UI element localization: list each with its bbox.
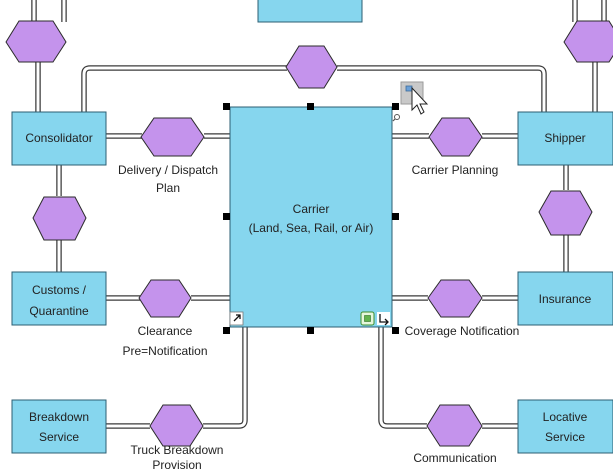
hex-shipper-insurance[interactable] (538, 190, 593, 236)
resize-handle-n[interactable] (307, 103, 314, 110)
node-locative-service[interactable] (517, 399, 613, 454)
label-truck-breakdown-1: Truck Breakdown (131, 443, 224, 457)
node-consolidator-label: Consolidator (25, 131, 92, 145)
role-nodes: Consolidator Shipper Customs / Quarantin… (11, 111, 613, 454)
hex-coverage[interactable] (427, 279, 483, 318)
node-carrier-label-1: Carrier (293, 202, 330, 216)
label-coverage: Coverage Notification (405, 324, 520, 338)
connector-arrow-icon[interactable] (229, 311, 244, 326)
node-insurance-label: Insurance (539, 292, 592, 306)
resize-handle-ne[interactable] (392, 103, 399, 110)
node-carrier[interactable] (229, 106, 393, 328)
hex-communication[interactable] (426, 404, 483, 447)
mouse-cursor-icon (411, 86, 429, 115)
resize-handle-e[interactable] (392, 213, 399, 220)
hex-consolidator-customs[interactable] (32, 196, 87, 241)
model-element-icon[interactable] (360, 311, 375, 326)
resize-handle-s[interactable] (307, 327, 314, 334)
sweeper-icon[interactable] (377, 312, 390, 326)
node-locative-label-2: Service (545, 430, 585, 444)
hex-clearance[interactable] (138, 279, 192, 318)
node-breakdown-label-2: Service (39, 430, 79, 444)
resize-handle-w[interactable] (223, 213, 230, 220)
node-shipper[interactable] (517, 111, 613, 166)
hex-delivery[interactable] (140, 117, 205, 157)
label-truck-breakdown-2: Provision (152, 458, 201, 471)
node-carrier-label-2: (Land, Sea, Rail, or Air) (249, 221, 374, 235)
hex-truck-breakdown[interactable] (149, 404, 204, 447)
flow-hexagons (5, 20, 613, 447)
node-consolidator[interactable] (11, 111, 107, 166)
label-delivery-1: Delivery / Dispatch (118, 163, 218, 177)
hex-top-right[interactable] (563, 20, 613, 63)
hex-top-center[interactable] (285, 45, 338, 89)
label-clearance-1: Clearance (138, 324, 193, 338)
hex-top-left[interactable] (5, 20, 67, 63)
flow-labels: Delivery / Dispatch Plan Carrier Plannin… (118, 163, 520, 472)
node-customs[interactable] (11, 271, 107, 326)
label-delivery-2: Plan (156, 181, 180, 195)
node-customs-label-1: Customs / (32, 283, 87, 297)
hex-carrier-planning[interactable] (428, 117, 483, 157)
search-icon[interactable] (392, 114, 400, 122)
resize-handle-nw[interactable] (223, 103, 230, 110)
node-breakdown-label-1: Breakdown (29, 410, 89, 424)
node-shipper-label: Shipper (544, 131, 585, 145)
resize-handle-sw[interactable] (223, 327, 230, 334)
node-breakdown-service[interactable] (11, 399, 107, 454)
node-locative-label-1: Locative (543, 410, 588, 424)
node-insurance[interactable] (517, 271, 613, 326)
label-carrier-planning: Carrier Planning (412, 163, 499, 177)
connectors (31, 0, 607, 429)
carrier-group[interactable]: Carrier (Land, Sea, Rail, or Air) (223, 81, 429, 334)
resize-handle-se[interactable] (392, 327, 399, 334)
label-clearance-2: Pre=Notification (122, 344, 207, 358)
label-communication: Communication (413, 451, 496, 465)
node-customs-label-2: Quarantine (29, 304, 89, 318)
top-partial-node[interactable] (257, 0, 363, 23)
